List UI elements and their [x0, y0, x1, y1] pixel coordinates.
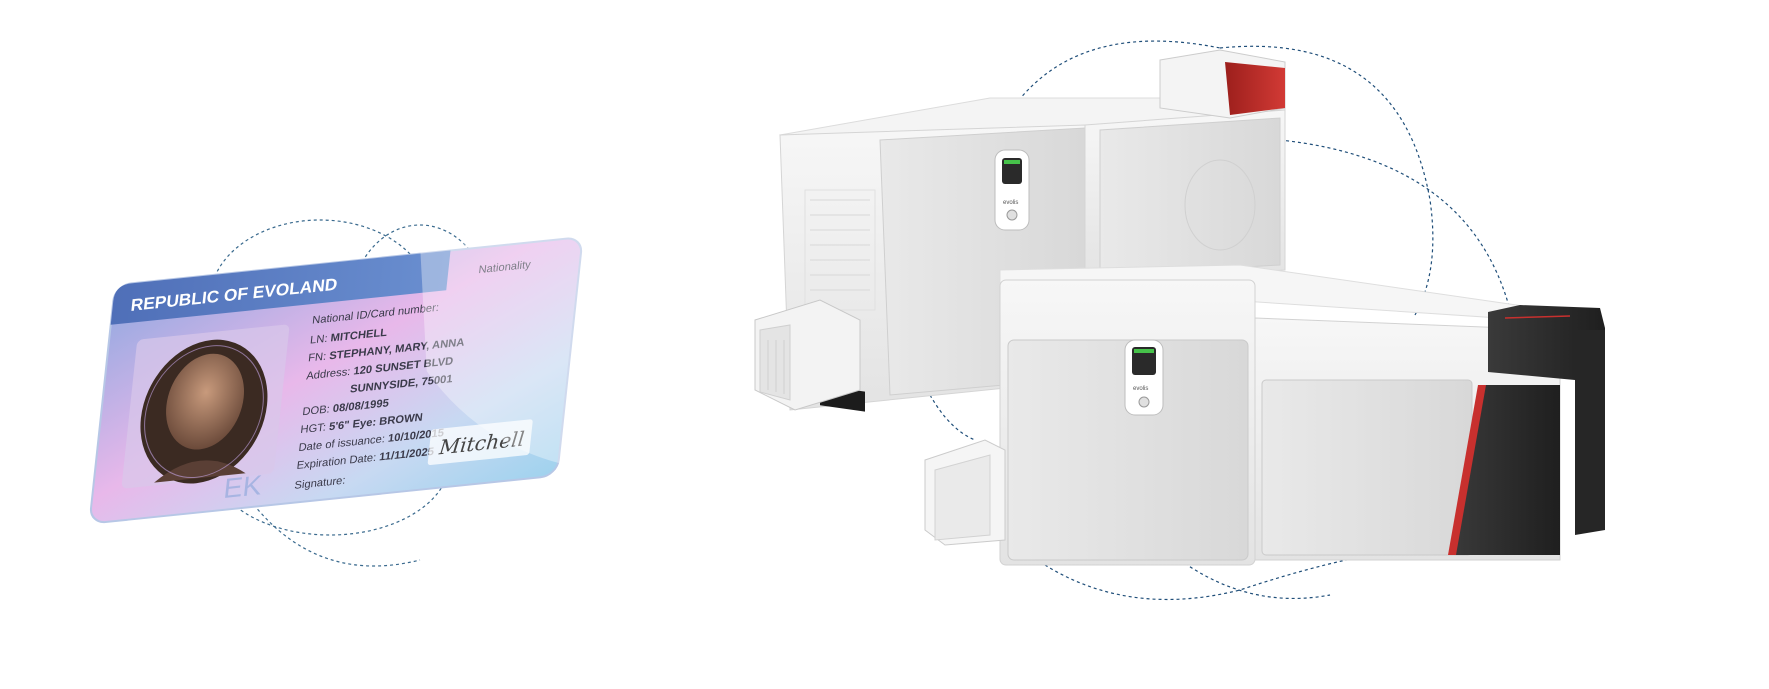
printer-back: evolis — [754, 49, 1286, 412]
front-brand-label: evolis — [1133, 386, 1148, 392]
card-signature-label: Signature: — [294, 475, 346, 492]
red-accent-stripe — [1448, 385, 1486, 555]
back-laminator-module — [1159, 49, 1286, 119]
front-laminator-module — [1488, 305, 1605, 535]
printer-orbit-lines — [929, 40, 1511, 601]
back-brand-label: evolis — [1003, 200, 1018, 206]
laminate-film — [420, 227, 595, 466]
front-control-panel: evolis — [1124, 339, 1164, 416]
card-ghost-initials: EK — [222, 469, 263, 504]
front-feeder-tray — [924, 439, 1006, 546]
back-output-hopper — [754, 299, 861, 411]
card-photo — [121, 324, 290, 489]
printer-front: evolis — [924, 264, 1605, 566]
back-control-panel: evolis — [994, 149, 1030, 231]
card-signature-box — [427, 419, 533, 466]
id-card: REPUBLIC OF EVOLAND Nationality EK Natio… — [89, 227, 595, 524]
card-corner-label: Nationality — [478, 259, 532, 276]
